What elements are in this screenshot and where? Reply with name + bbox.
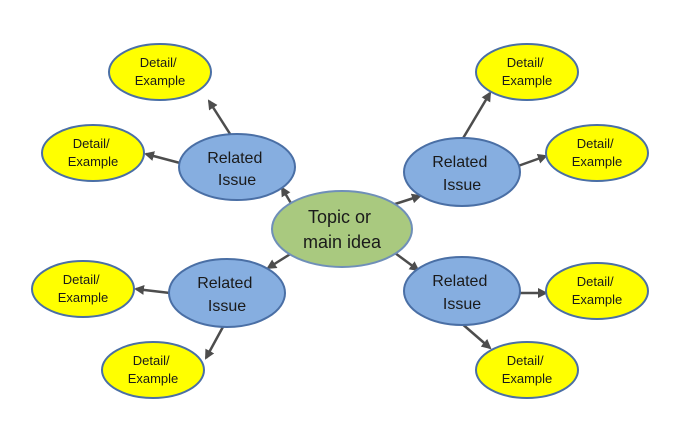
arrow-issue-tr-to-detail-upper (460, 91, 492, 141)
issue-line-1: Related (432, 154, 487, 171)
issue-node-top-right: Related Issue (403, 137, 521, 207)
connector-arrows (134, 91, 548, 360)
detail-node-br-lower: Detail/ Example (475, 341, 579, 399)
detail-node-tl-lower: Detail/ Example (41, 124, 145, 182)
issue-line-1: Related (432, 273, 487, 290)
issue-ellipse (403, 137, 521, 207)
detail-label: Detail/ Example (572, 136, 623, 169)
detail-line-1: Detail/ (507, 353, 544, 368)
issue-line-2: Issue (208, 298, 246, 315)
detail-ellipse (545, 124, 649, 182)
detail-line-2: Example (128, 371, 179, 386)
arrow-issue-tr-to-detail-lower (517, 153, 548, 168)
issue-node-top-left: Related Issue (178, 133, 296, 201)
detail-line-2: Example (135, 73, 186, 88)
detail-ellipse (41, 124, 145, 182)
arrow-topic-to-issue-top-left (280, 186, 294, 206)
detail-ellipse (108, 43, 212, 101)
topic-node: Topic or main idea (271, 190, 413, 268)
arrow-issue-bl-to-detail-lower (204, 324, 226, 360)
detail-ellipse (101, 341, 205, 399)
detail-line-2: Example (58, 290, 109, 305)
detail-node-tl-upper: Detail/ Example (108, 43, 212, 101)
arrow-issue-br-to-detail-lower (459, 321, 492, 350)
arrow-issue-tl-to-detail-lower (144, 151, 181, 165)
issue-line-2: Issue (443, 296, 481, 313)
issue-label: Related Issue (432, 273, 492, 313)
issue-ellipse (403, 256, 521, 326)
detail-label: Detail/ Example (572, 274, 623, 307)
issue-label: Related Issue (432, 154, 492, 194)
arrow-topic-to-issue-bottom-right (394, 251, 420, 272)
arrow-issue-tl-to-detail-upper (207, 99, 234, 138)
issue-ellipse (168, 258, 286, 328)
issue-line-2: Issue (218, 172, 256, 189)
issue-line-1: Related (197, 275, 252, 292)
detail-line-2: Example (68, 154, 119, 169)
detail-line-1: Detail/ (507, 55, 544, 70)
detail-node-tr-lower: Detail/ Example (545, 124, 649, 182)
detail-line-1: Detail/ (133, 353, 170, 368)
detail-node-br-upper: Detail/ Example (545, 262, 649, 320)
issue-node-bottom-left: Related Issue (168, 258, 286, 328)
detail-line-2: Example (572, 292, 623, 307)
detail-label: Detail/ Example (135, 55, 186, 88)
detail-line-1: Detail/ (73, 136, 110, 151)
detail-node-bl-lower: Detail/ Example (101, 341, 205, 399)
detail-label: Detail/ Example (502, 55, 553, 88)
detail-ellipse (31, 260, 135, 318)
detail-ellipse (545, 262, 649, 320)
issue-line-2: Issue (443, 177, 481, 194)
issue-label: Related Issue (207, 150, 267, 189)
detail-node-bl-upper: Detail/ Example (31, 260, 135, 318)
detail-line-1: Detail/ (577, 136, 614, 151)
issue-label: Related Issue (197, 275, 257, 315)
detail-label: Detail/ Example (128, 353, 179, 386)
issue-line-1: Related (207, 150, 262, 167)
detail-ellipse (475, 43, 579, 101)
topic-ellipse (271, 190, 413, 268)
detail-line-1: Detail/ (140, 55, 177, 70)
topic-line-1: Topic or (308, 207, 371, 227)
topic-label: Topic or main idea (303, 207, 382, 252)
issue-ellipse (178, 133, 296, 201)
detail-line-1: Detail/ (63, 272, 100, 287)
detail-label: Detail/ Example (58, 272, 109, 305)
detail-ellipse (475, 341, 579, 399)
detail-label: Detail/ Example (502, 353, 553, 386)
topic-line-2: main idea (303, 232, 382, 252)
detail-line-2: Example (572, 154, 623, 169)
arrow-issue-bl-to-detail-upper (134, 284, 171, 295)
detail-line-1: Detail/ (577, 274, 614, 289)
detail-node-tr-upper: Detail/ Example (475, 43, 579, 101)
arrow-topic-to-issue-bottom-left (266, 251, 293, 270)
arrow-topic-to-issue-top-right (391, 193, 422, 207)
issue-node-bottom-right: Related Issue (403, 256, 521, 326)
detail-label: Detail/ Example (68, 136, 119, 169)
detail-line-2: Example (502, 73, 553, 88)
detail-line-2: Example (502, 371, 553, 386)
